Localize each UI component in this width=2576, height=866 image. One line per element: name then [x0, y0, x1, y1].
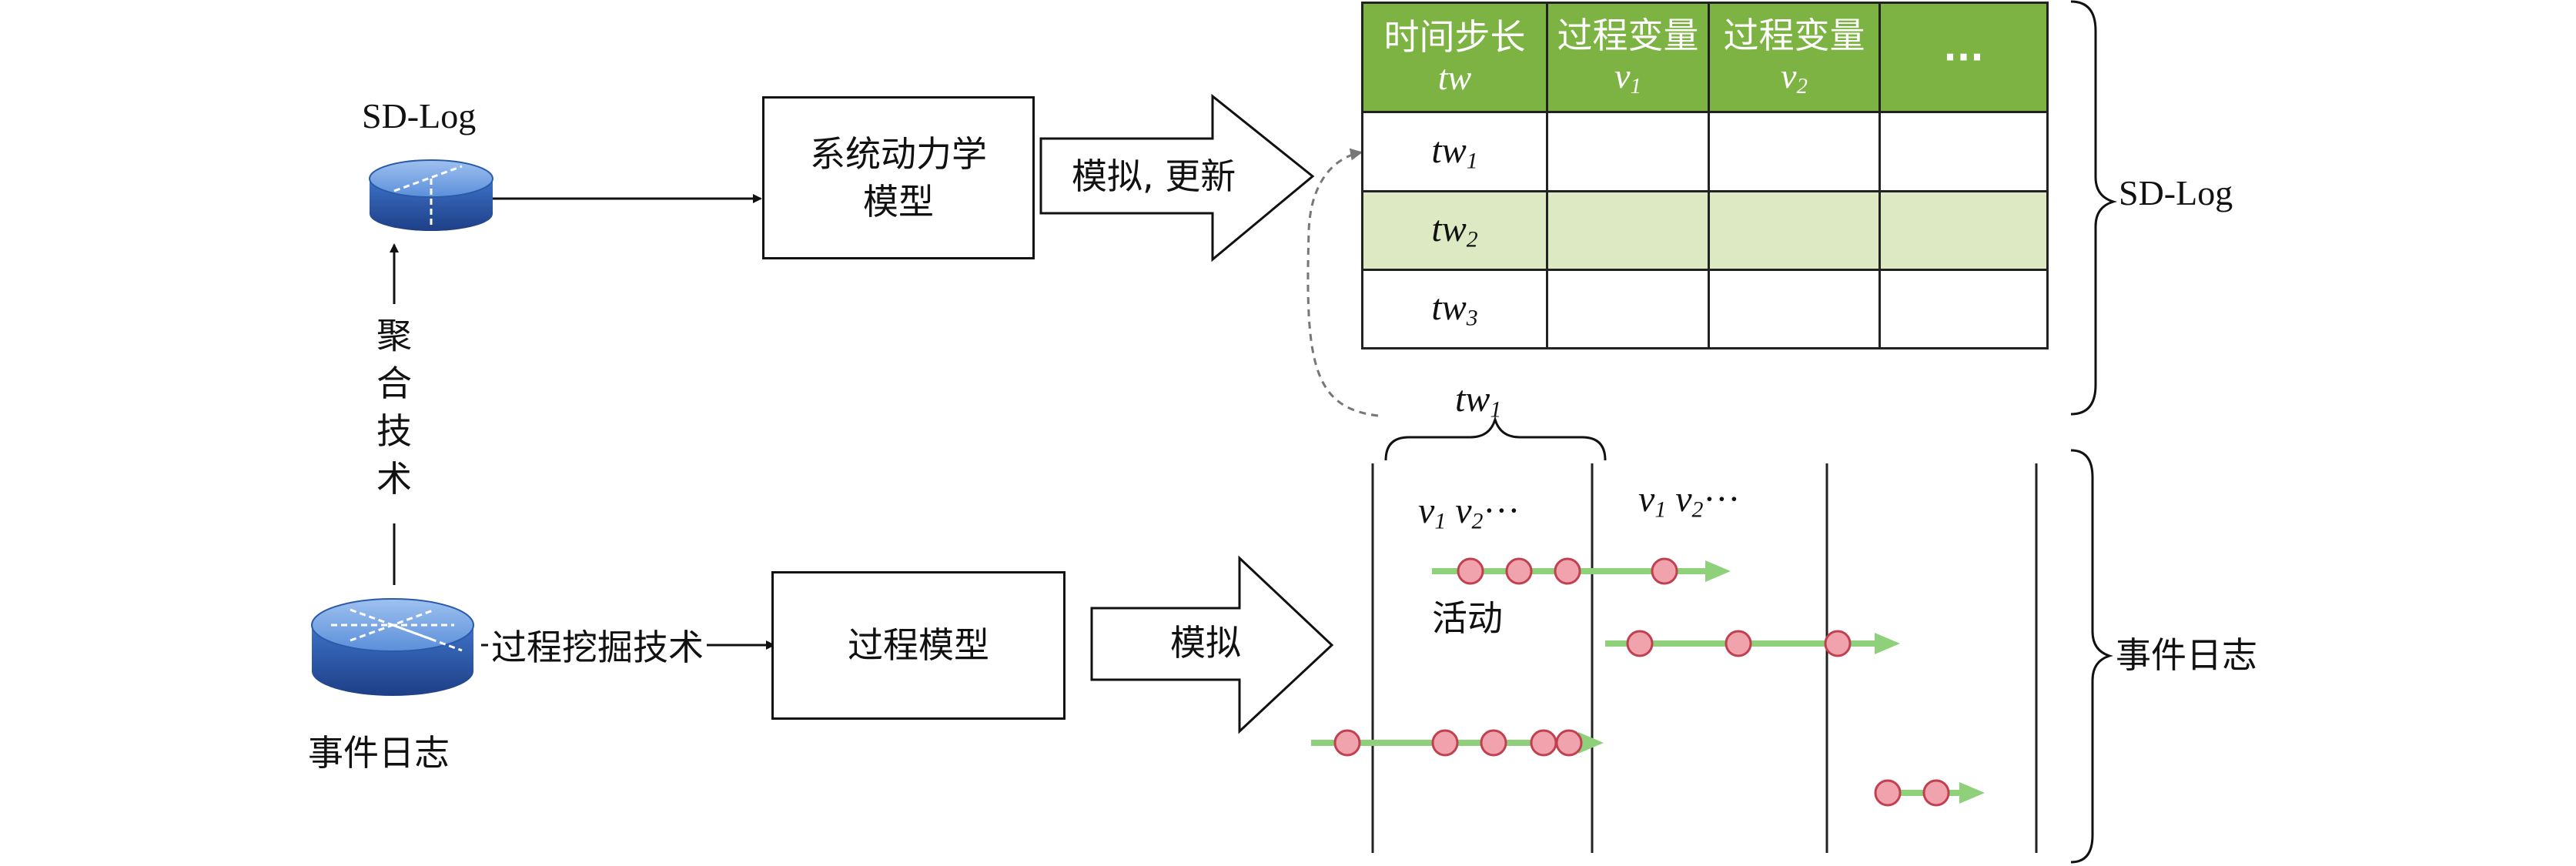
sd-log-database-icon	[369, 159, 493, 231]
event-dot	[1457, 557, 1484, 585]
trace-4	[1874, 779, 1985, 807]
window-1-variables: v1 v2···	[1418, 490, 1521, 534]
trace-1	[1432, 557, 1731, 585]
time-window-brace	[1384, 415, 1607, 461]
event-dot	[1725, 630, 1752, 657]
event-dot	[1874, 779, 1902, 807]
aggregation-char: 术	[376, 458, 412, 500]
sd-log-db-label: SD-Log	[362, 96, 477, 135]
aggregation-char: 技	[376, 410, 412, 452]
event-log-db-label: 事件日志	[308, 732, 450, 774]
window-2-variables: v1 v2···	[1638, 479, 1741, 523]
event-dot	[1530, 729, 1557, 757]
header-time-step: 时间步长 tw	[1361, 1, 1548, 114]
simulate-update-block-arrow	[1039, 93, 1315, 262]
sd-model-box: 系统动力学 模型	[762, 96, 1035, 259]
event-dot	[1626, 630, 1654, 657]
event-log-brace-label: 事件日志	[2116, 634, 2257, 676]
event-dot	[1480, 729, 1507, 757]
activity-label: 活动	[1432, 597, 1503, 639]
event-log-database-icon	[311, 598, 474, 696]
header-more: ···	[1878, 1, 2049, 114]
simulate-update-label: 模拟, 更新	[1072, 155, 1236, 197]
header-process-var-2: 过程变量 v2	[1708, 1, 1881, 114]
table-row: tw2	[1361, 189, 2049, 271]
event-dot	[1824, 630, 1852, 657]
sd-log-brace-label: SD-Log	[2119, 173, 2233, 212]
event-dot	[1555, 729, 1583, 757]
aggregation-char: 聚	[376, 315, 412, 356]
aggregation-char: 合	[376, 363, 412, 404]
event-dot	[1505, 557, 1533, 585]
process-mining-label: 过程挖掘技术	[488, 630, 707, 665]
table-row: tw3	[1361, 268, 2049, 350]
event-dot	[1554, 557, 1581, 585]
table-row: tw1	[1361, 111, 2049, 192]
simulate-label: 模拟	[1170, 622, 1241, 664]
trace-2	[1605, 630, 1900, 657]
event-dot	[1431, 729, 1459, 757]
event-dot	[1333, 729, 1361, 757]
event-dot	[1922, 779, 1950, 807]
sd-log-brace	[2070, 0, 2118, 416]
process-model-box: 过程模型	[771, 571, 1066, 720]
simulate-block-arrow	[1090, 555, 1334, 734]
feedback-dashed-arrow	[1306, 148, 1379, 417]
aggregation-label: 聚 合 技 术	[371, 312, 417, 503]
trace-3	[1311, 729, 1604, 757]
event-log-brace	[2070, 449, 2113, 864]
event-dot	[1651, 557, 1678, 585]
time-window-label: tw1	[1455, 379, 1502, 423]
header-process-var-1: 过程变量 v1	[1546, 1, 1710, 114]
table-header-row: 时间步长 tw 过程变量 v1 过程变量 v2 ···	[1361, 1, 2049, 114]
sd-log-table: 时间步长 tw 过程变量 v1 过程变量 v2 ··· tw1 tw2 tw3	[1361, 1, 2049, 350]
